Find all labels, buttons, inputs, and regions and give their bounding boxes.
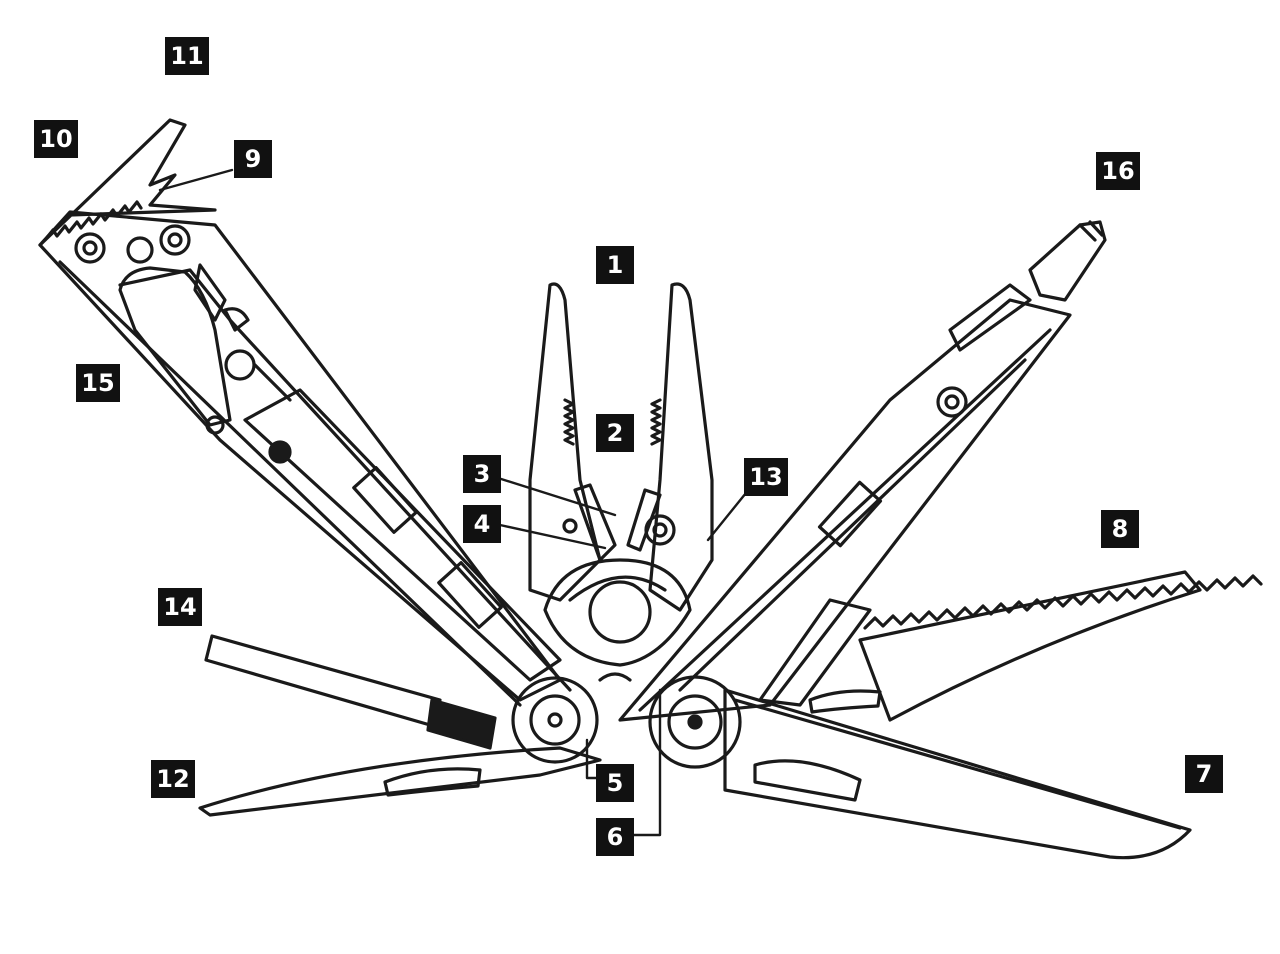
label-15: 15: [76, 364, 120, 402]
knife-blade: [723, 688, 1192, 860]
screwdriver-bit: [1028, 220, 1107, 302]
handle-pivot: [74, 232, 106, 264]
saw-blade: [808, 570, 1263, 722]
right-handle: [618, 283, 1072, 722]
serrated-blade: [198, 746, 602, 817]
plier-teeth: [563, 398, 575, 446]
label-9: 9: [234, 140, 272, 178]
serrations: [43, 200, 143, 242]
label-2: 2: [596, 414, 634, 452]
label-3: 3: [463, 455, 501, 493]
label-13: 13: [744, 458, 788, 496]
file-tool: [204, 634, 497, 750]
plier-pivot: [588, 580, 652, 644]
pivots: [511, 672, 742, 769]
file-grip: [426, 698, 497, 750]
pliers: [528, 282, 714, 667]
label-4: 4: [463, 505, 501, 543]
label-14: 14: [158, 588, 202, 626]
label-12: 12: [151, 760, 195, 798]
right-pivot: [648, 675, 742, 769]
leader-lines: [158, 168, 752, 837]
label-16: 16: [1096, 152, 1140, 190]
left-handle: [38, 210, 572, 707]
label-5: 5: [596, 764, 634, 802]
label-10: 10: [34, 120, 78, 158]
saw-teeth: [863, 574, 1263, 630]
label-7: 7: [1185, 755, 1223, 793]
left-pivot: [511, 676, 599, 764]
label-6: 6: [596, 818, 634, 856]
label-11: 11: [165, 37, 209, 75]
label-8: 8: [1101, 510, 1139, 548]
label-1: 1: [596, 246, 634, 284]
strap-cutter: [38, 118, 217, 247]
